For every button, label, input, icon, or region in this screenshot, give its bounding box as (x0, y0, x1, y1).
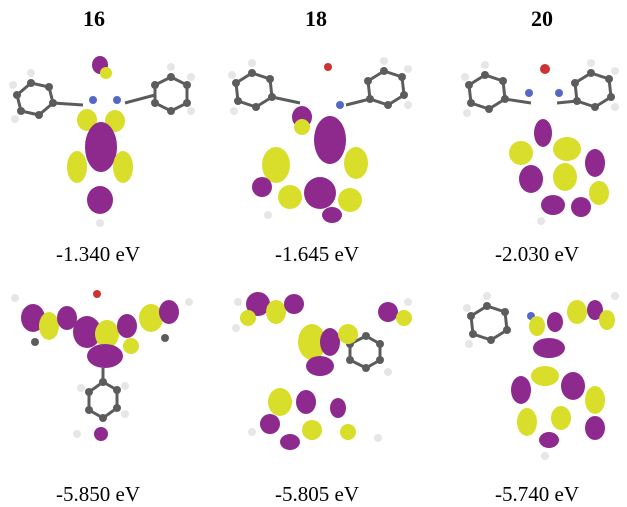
orbital-20-lumo (445, 55, 627, 230)
energy-20-homo: -5.740 eV (495, 482, 579, 506)
orbital-16-lumo (5, 55, 195, 230)
compound-label-18: 18 (305, 6, 327, 31)
orbital-16-homo (5, 282, 200, 457)
energy-18-homo: -5.805 eV (275, 482, 359, 506)
energy-16-homo: -5.850 eV (56, 482, 140, 506)
orbital-20-homo (445, 282, 627, 462)
orbital-18-homo (228, 282, 418, 457)
orbital-18-lumo (228, 55, 418, 230)
compound-label-20: 20 (531, 6, 553, 31)
energy-18-lumo: -1.645 eV (275, 242, 359, 266)
energy-16-lumo: -1.340 eV (56, 242, 140, 266)
energy-20-lumo: -2.030 eV (495, 242, 579, 266)
compound-label-16: 16 (83, 6, 105, 31)
